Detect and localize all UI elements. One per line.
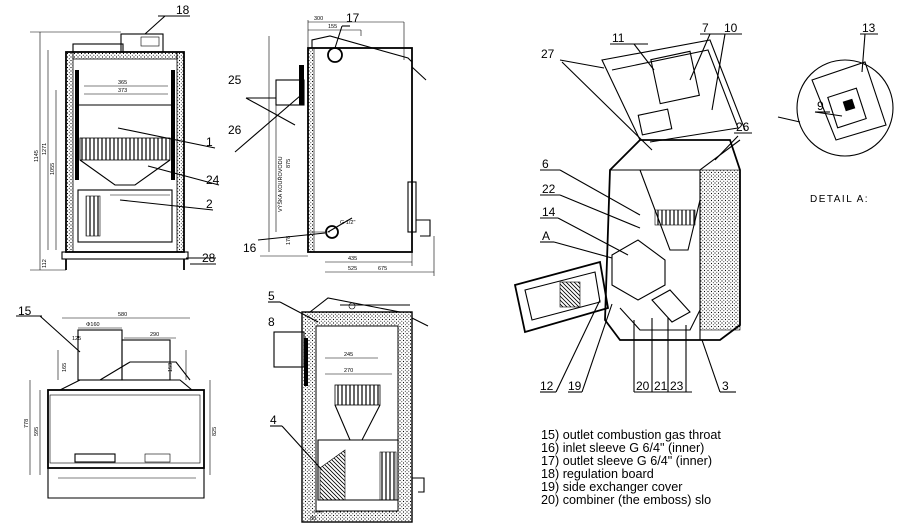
callout-label: 13	[862, 21, 876, 35]
dimension-label: 580	[118, 312, 127, 318]
legend-item: 20) combiner (the emboss) slo	[541, 493, 712, 507]
dimension-label: 525	[348, 266, 357, 272]
callout-label: 23	[670, 379, 684, 393]
legend-item: 18) regulation board	[541, 467, 654, 481]
detail-label: DETAIL A:	[810, 194, 869, 205]
dimension-label: 178	[286, 236, 292, 245]
callout-label: 26	[228, 123, 242, 137]
side-section-view	[268, 297, 429, 523]
callout-label: 26	[736, 120, 750, 134]
callout-label: 7	[702, 21, 709, 35]
callout-label: 12	[540, 379, 554, 393]
callout-label: 25	[228, 73, 242, 87]
dimension-label: 778	[24, 419, 30, 428]
dimension-label: 875	[286, 159, 292, 168]
side-view	[234, 20, 435, 276]
legend-item: 19) side exchanger cover	[541, 480, 683, 494]
dimension-label: 595	[34, 427, 40, 436]
callout-label: 24	[206, 173, 220, 187]
dimension-label: 365	[118, 80, 127, 86]
dimension-label: 435	[348, 256, 357, 262]
callout-label: 4	[270, 413, 277, 427]
legend-item: 16) inlet sleeve G 6/4" (inner)	[541, 441, 705, 455]
legend-item: 15) outlet combustion gas throat	[541, 428, 721, 442]
callout-label: 21	[654, 379, 668, 393]
dimension-label: 300	[314, 16, 323, 22]
callout-label: 3	[722, 379, 729, 393]
dimension-labels: 300 155 365 373 1145 1271 1055 112 875 1…	[24, 16, 387, 522]
dimension-label: 373	[118, 88, 127, 94]
dimension-label: 245	[344, 352, 353, 358]
callout-label: 18	[176, 3, 190, 17]
callout-label: 19	[568, 379, 582, 393]
dimension-label: Φ160	[86, 322, 100, 328]
dimension-label: 270	[344, 368, 353, 374]
dimension-label: 153	[168, 363, 174, 372]
axis-label: VÝŠKA KOUŘOVODU	[276, 156, 284, 212]
dimension-label: 1145	[34, 150, 40, 162]
front-section-view	[30, 15, 220, 271]
callout-label: 5	[268, 289, 275, 303]
callout-label: 22	[542, 182, 556, 196]
callout-label: 20	[636, 379, 650, 393]
dimension-label: 112	[42, 259, 48, 268]
perspective-view	[513, 33, 752, 393]
callout-labels: 18 17 25 26 1 24 2 28 16 15 5 8 4 27 11 …	[18, 3, 876, 427]
dimension-label: 125	[72, 336, 81, 342]
callout-label: 27	[541, 47, 555, 61]
callout-label: 14	[542, 205, 556, 219]
dimension-label: 1055	[50, 163, 56, 175]
callout-label: 6	[542, 157, 549, 171]
callout-label: 11	[612, 31, 625, 45]
callout-label: 1	[206, 135, 213, 149]
detail-a-view	[777, 33, 894, 157]
callout-label: 15	[18, 304, 32, 318]
dimension-label: 155	[328, 24, 337, 30]
dimension-label: 165	[62, 363, 68, 372]
callout-label: 10	[724, 21, 738, 35]
dimension-label: 1271	[42, 143, 48, 155]
callout-label: A	[542, 229, 550, 243]
callout-label: 16	[243, 241, 257, 255]
callout-label: 17	[346, 11, 360, 25]
legend-list: 15) outlet combustion gas throat 16) inl…	[541, 429, 721, 507]
top-view	[16, 315, 211, 499]
dimension-label: 80	[310, 516, 316, 522]
callout-label: 28	[202, 251, 216, 265]
dimension-label: 825	[212, 427, 218, 436]
legend-item: 17) outlet sleeve G 6/4" (inner)	[541, 454, 713, 468]
callout-label: 2	[206, 197, 213, 211]
callout-label: 9	[817, 99, 824, 113]
pipe-label: G 1/2"	[340, 220, 355, 226]
dimension-label: 675	[378, 266, 387, 272]
dimension-label: 290	[150, 332, 159, 338]
callout-label: 8	[268, 315, 275, 329]
